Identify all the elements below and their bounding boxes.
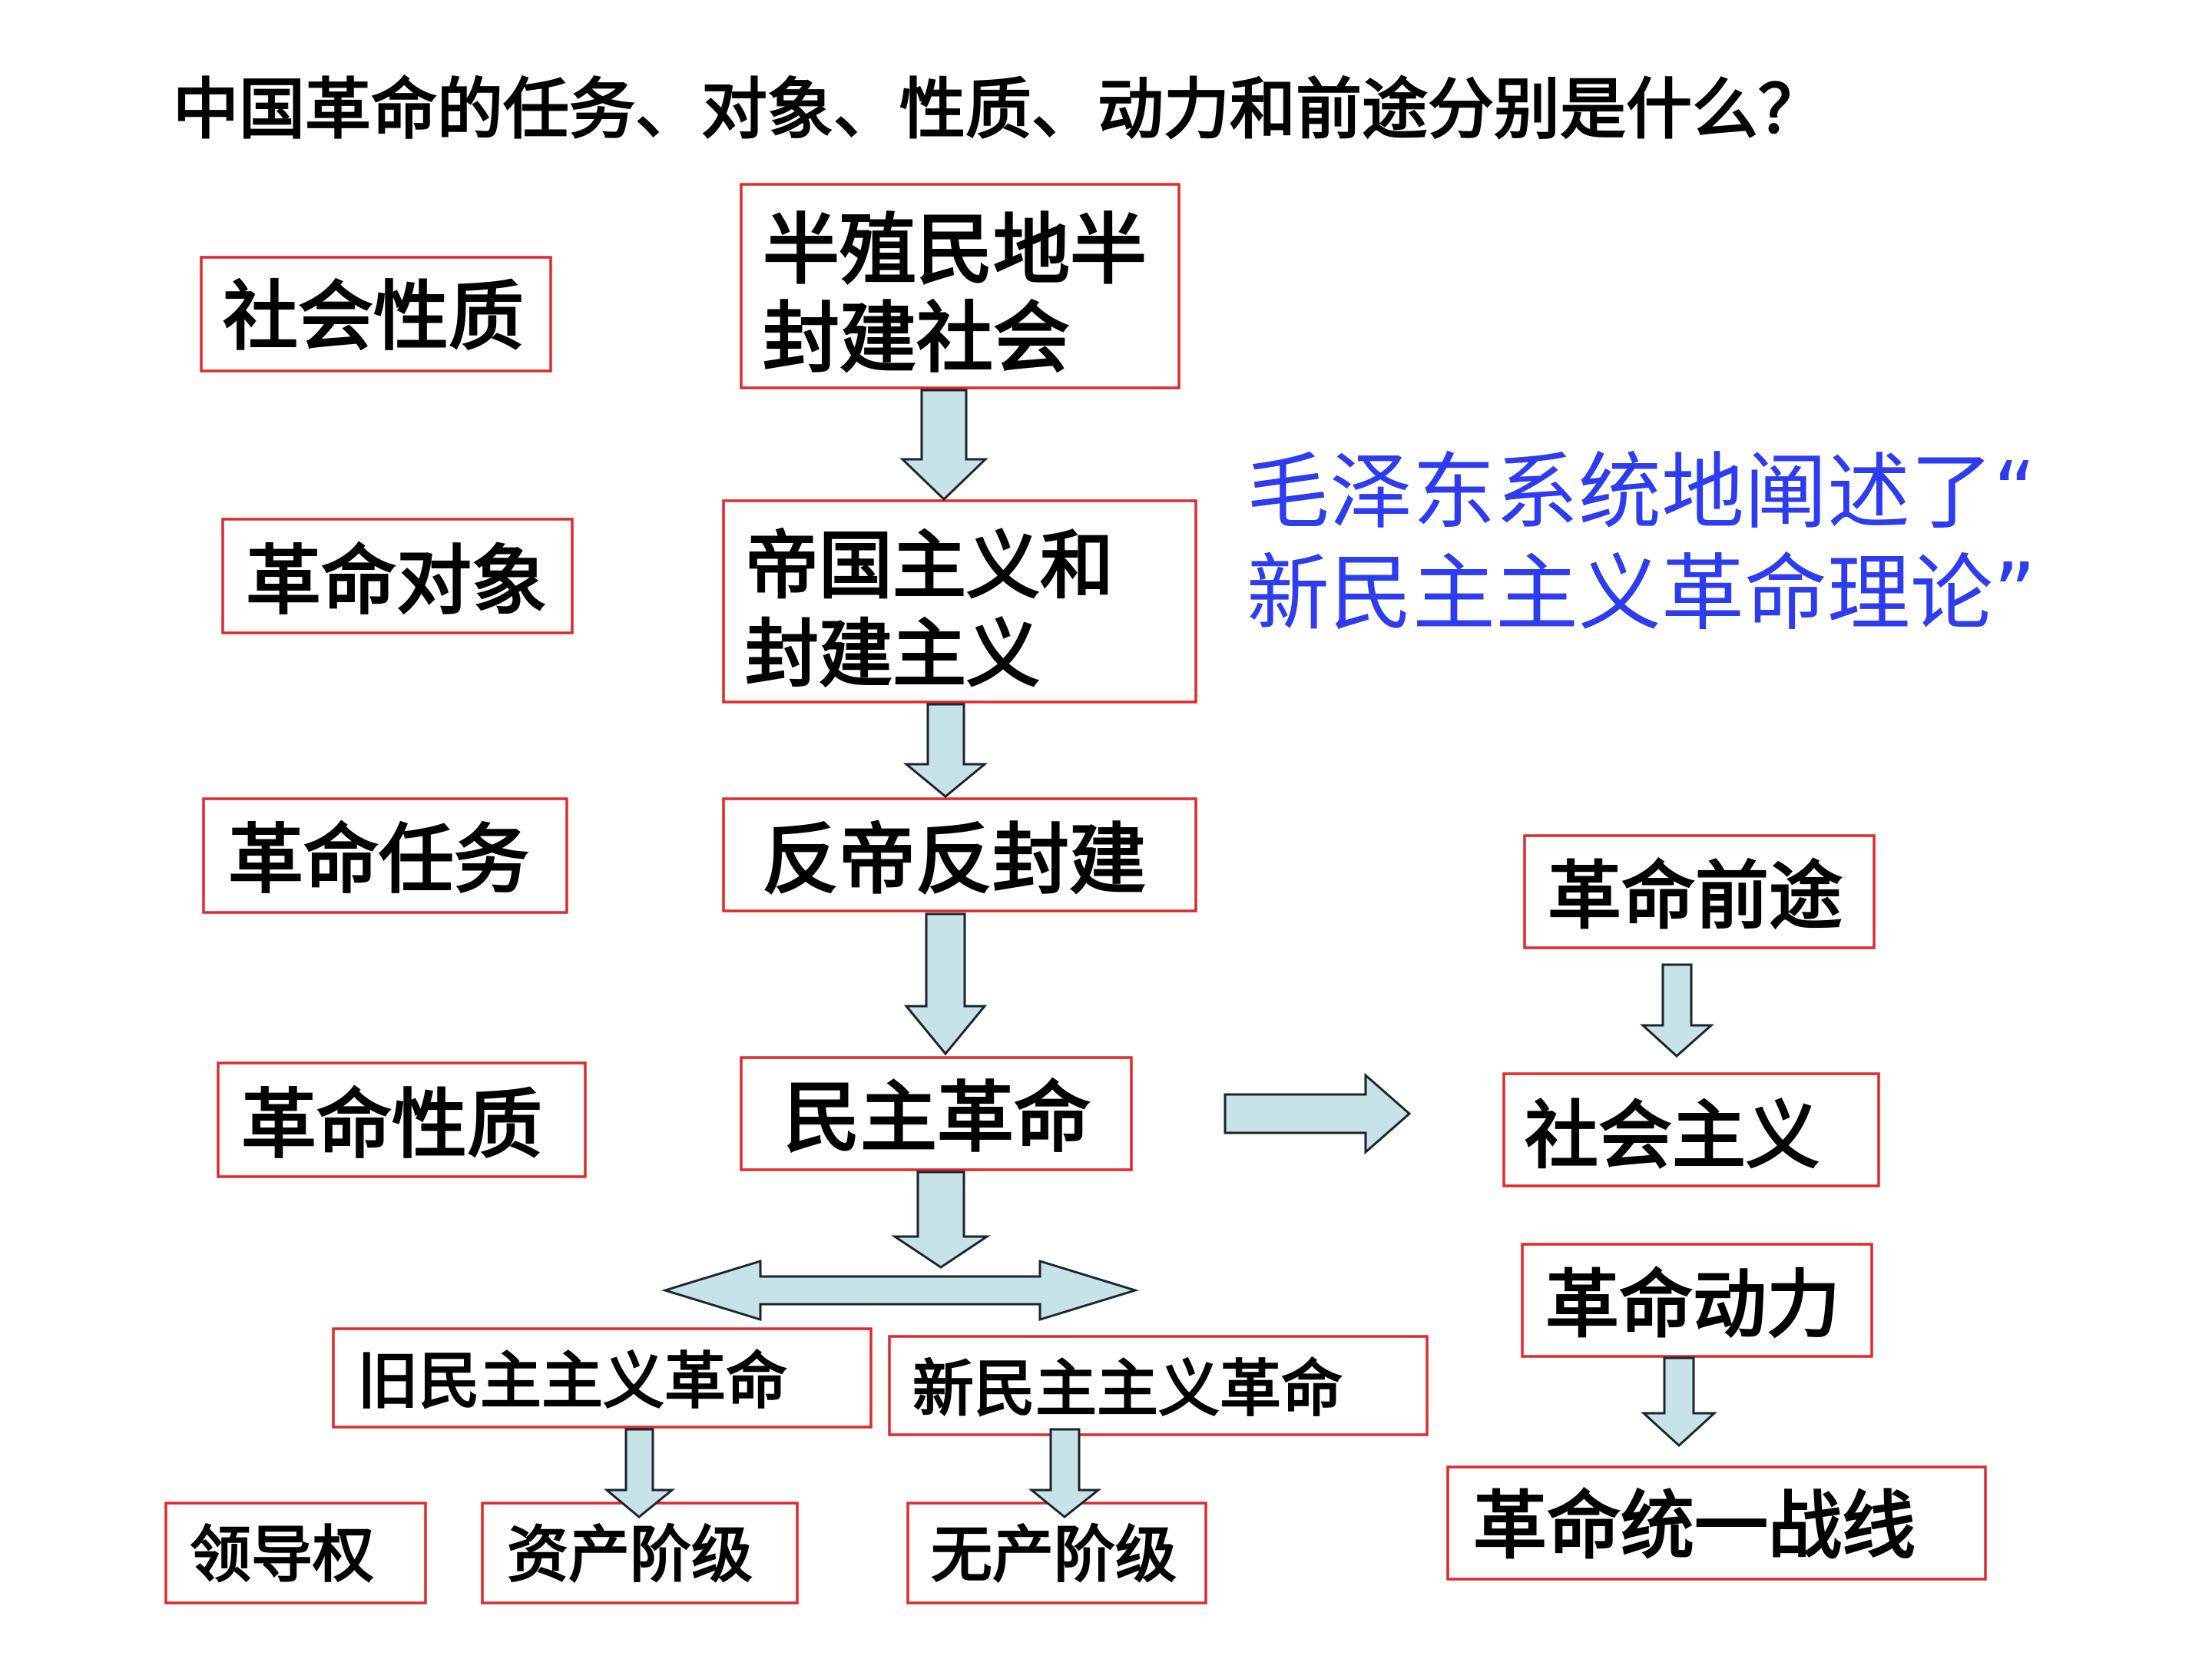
box-society-line1: 半殖民地半 (763, 205, 1147, 295)
box-society-line2: 封建社会 (763, 293, 1070, 383)
arrow-new-to-proletariat (1028, 1428, 1102, 1518)
note-line1: 毛泽东系统地阐述了“ (1247, 445, 2036, 541)
box-nature: 民主革命 (740, 1056, 1133, 1171)
arrow-old-to-bourgeois (603, 1428, 676, 1518)
box-motive-label: 革命动力 (1521, 1243, 1873, 1358)
arrow-nature-to-socialism (1224, 1072, 1412, 1155)
label-revolution-target: 革命对象 (221, 518, 574, 634)
box-prospect-value-text: 社会主义 (1525, 1093, 1820, 1179)
box-target-line1: 帝国主义和 (745, 523, 1114, 609)
box-new-revolution: 新民主主义革命 (888, 1335, 1429, 1436)
box-nature-text: 民主革命 (783, 1073, 1091, 1163)
box-old-leader-text: 资产阶级 (507, 1519, 753, 1591)
box-old-revolution: 旧民主主义革命 (332, 1327, 873, 1429)
box-new-leader-text: 无产阶级 (931, 1519, 1177, 1591)
box-target-line2: 封建主义 (745, 611, 1040, 697)
box-new-leader: 无产阶级 (906, 1502, 1207, 1604)
arrow-society-to-target (899, 389, 988, 502)
label-revolution-task-text: 革命任务 (228, 816, 529, 904)
label-revolution-nature: 革命性质 (217, 1061, 587, 1178)
box-task-text: 反帝反封建 (762, 815, 1146, 905)
arrow-task-to-nature (903, 912, 988, 1056)
label-revolution-task: 革命任务 (202, 797, 568, 914)
arrow-prospect-down (1640, 963, 1714, 1058)
arrow-split-double (661, 1259, 1140, 1322)
box-old-revolution-text: 旧民主主义革命 (357, 1346, 787, 1417)
label-revolution-target-text: 革命对象 (246, 538, 547, 625)
box-prospect-label: 革命前途 (1523, 834, 1876, 949)
box-society: 半殖民地半 封建社会 (740, 183, 1181, 389)
label-social-nature: 社会性质 (200, 256, 552, 373)
label-leadership-text: 领导权 (190, 1519, 374, 1591)
box-task: 反帝反封建 (722, 797, 1197, 912)
box-prospect-label-text: 革命前途 (1548, 853, 1843, 939)
box-target: 帝国主义和 封建主义 (722, 499, 1197, 704)
arrow-nature-to-split (891, 1171, 991, 1269)
note-line2: 新民主主义革命理论” (1247, 546, 2036, 642)
arrow-motive-down (1641, 1356, 1717, 1448)
arrow-target-to-task (902, 703, 988, 798)
page-title: 中国革命的任务、对象、性质、动力和前途分别是什么？ (173, 71, 1824, 148)
box-prospect-value: 社会主义 (1502, 1072, 1880, 1187)
box-motive-value-text: 革命统一战线 (1473, 1483, 1916, 1569)
label-social-nature-text: 社会性质 (223, 273, 524, 361)
label-revolution-nature-text: 革命性质 (241, 1081, 542, 1169)
box-motive-value: 革命统一战线 (1446, 1465, 1987, 1581)
box-old-leader: 资产阶级 (481, 1502, 799, 1604)
box-new-revolution-text: 新民主主义革命 (912, 1353, 1343, 1425)
box-motive-label-text: 革命动力 (1545, 1262, 1840, 1348)
label-leadership: 领导权 (164, 1502, 427, 1604)
